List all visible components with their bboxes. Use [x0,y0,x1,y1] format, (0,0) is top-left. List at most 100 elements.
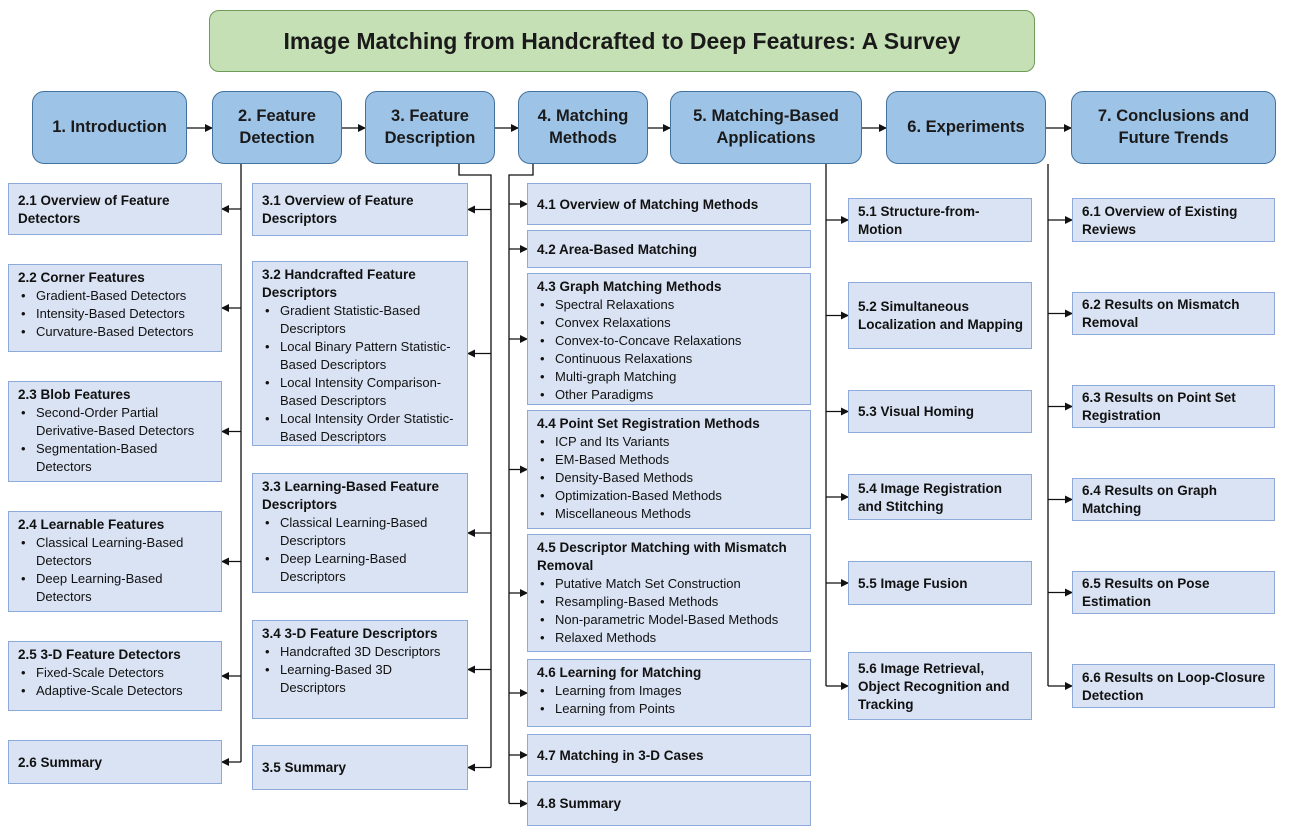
bullet-item: Second-Order Partial Derivative-Based De… [18,404,213,440]
section-label: 2. Feature Detection [238,107,316,147]
bullet-item: EM-Based Methods [537,451,802,469]
diagram-title: Image Matching from Handcrafted to Deep … [283,27,961,54]
bullet-item: ICP and Its Variants [537,433,802,451]
bullet-item: Resampling-Based Methods [537,593,802,611]
subsection-title: 2.4 Learnable Features [18,517,165,532]
bullet-item: Fixed-Scale Detectors [18,664,213,682]
bullet-item: Curvature-Based Detectors [18,323,213,341]
trunk-line [458,164,492,768]
bullet-list: Learning from ImagesLearning from Points [537,682,802,718]
bullet-item: Optimization-Based Methods [537,487,802,505]
trunk-line [508,164,534,804]
subsection-title: 5.6 Image Retrieval, Object Recognition … [858,660,1010,712]
subsection-box-6-6: 6.6 Results on Loop-Closure Detection [1072,664,1275,708]
subsection-box-2-3: 2.3 Blob FeaturesSecond-Order Partial De… [8,381,222,482]
subsection-box-3-4: 3.4 3-D Feature DescriptorsHandcrafted 3… [252,620,468,719]
subsection-title: 5.5 Image Fusion [858,575,968,591]
subsection-box-5-1: 5.1 Structure-from-Motion [848,198,1032,242]
subsection-title: 4.1 Overview of Matching Methods [537,196,759,212]
diagram-title-box: Image Matching from Handcrafted to Deep … [209,10,1035,72]
bullet-item: Relaxed Methods [537,629,802,647]
bullet-item: Deep Learning-Based Descriptors [262,550,459,586]
section-label: 3. Feature Description [384,107,476,147]
subsection-title: 4.7 Matching in 3-D Cases [537,747,704,763]
subsection-title: 3.1 Overview of Feature Descriptors [262,193,414,226]
bullet-item: Deep Learning-Based Detectors [18,570,213,606]
bullet-item: Segmentation-Based Detectors [18,440,213,476]
bullet-item: Miscellaneous Methods [537,505,802,523]
subsection-title: 6.1 Overview of Existing Reviews [1082,203,1238,237]
subsection-box-6-4: 6.4 Results on Graph Matching [1072,478,1275,521]
subsection-title: 5.1 Structure-from-Motion [858,203,980,237]
section-label: 5. Matching-Based Applications [693,107,839,147]
subsection-box-6-3: 6.3 Results on Point Set Registration [1072,385,1275,428]
subsection-title: 4.6 Learning for Matching [537,665,702,680]
section-box-1: 1. Introduction [32,91,187,164]
bullet-list: Putative Match Set ConstructionResamplin… [537,575,802,647]
subsection-title: 6.2 Results on Mismatch Removal [1082,297,1240,330]
subsection-box-3-5: 3.5 Summary [252,745,468,790]
bullet-item: Multi-graph Matching [537,368,802,386]
bullet-item: Non-parametric Model-Based Methods [537,611,802,629]
subsection-title: 3.2 Handcrafted Feature Descriptors [262,267,416,300]
subsection-box-2-2: 2.2 Corner FeaturesGradient-Based Detect… [8,264,222,352]
bullet-item: Handcrafted 3D Descriptors [262,643,459,661]
subsection-box-6-1: 6.1 Overview of Existing Reviews [1072,198,1275,242]
subsection-box-2-1: 2.1 Overview of Feature Detectors [8,183,222,235]
subsection-box-4-4: 4.4 Point Set Registration MethodsICP an… [527,410,811,529]
subsection-title: 6.5 Results on Pose Estimation [1082,576,1210,609]
bullet-item: Learning from Images [537,682,802,700]
subsection-box-6-5: 6.5 Results on Pose Estimation [1072,571,1275,614]
subsection-title: 3.5 Summary [262,760,347,775]
bullet-item: Other Paradigms [537,386,802,404]
bullet-item: Gradient Statistic-Based Descriptors [262,302,459,338]
subsection-title: 4.4 Point Set Registration Methods [537,416,760,431]
bullet-item: Spectral Relaxations [537,296,802,314]
bullet-item: Local Intensity Order Statistic-Based De… [262,410,459,446]
section-box-7: 7. Conclusions and Future Trends [1071,91,1276,164]
subsection-box-3-1: 3.1 Overview of Feature Descriptors [252,183,468,236]
bullet-list: Spectral RelaxationsConvex RelaxationsCo… [537,296,802,404]
subsection-box-4-6: 4.6 Learning for MatchingLearning from I… [527,659,811,727]
bullet-item: Classical Learning-Based Descriptors [262,514,459,550]
subsection-box-2-5: 2.5 3-D Feature DetectorsFixed-Scale Det… [8,641,222,711]
subsection-title: 4.2 Area-Based Matching [537,241,698,257]
section-label: 1. Introduction [52,117,167,136]
bullet-list: Gradient-Based DetectorsIntensity-Based … [18,287,213,341]
section-box-6: 6. Experiments [886,91,1046,164]
subsection-box-3-3: 3.3 Learning-Based Feature DescriptorsCl… [252,473,468,593]
section-box-2: 2. Feature Detection [212,91,342,164]
subsection-box-3-2: 3.2 Handcrafted Feature DescriptorsGradi… [252,261,468,446]
subsection-title: 3.4 3-D Feature Descriptors [262,626,438,641]
subsection-title: 5.3 Visual Homing [858,404,975,419]
subsection-box-4-7: 4.7 Matching in 3-D Cases [527,734,811,776]
bullet-item: Local Binary Pattern Statistic-Based Des… [262,338,459,374]
bullet-item: Putative Match Set Construction [537,575,802,593]
subsection-box-2-4: 2.4 Learnable FeaturesClassical Learning… [8,511,222,612]
subsection-title: 2.1 Overview of Feature Detectors [18,192,170,226]
bullet-item: Convex-to-Concave Relaxations [537,332,802,350]
section-label: 4. Matching Methods [537,107,629,147]
section-box-3: 3. Feature Description [365,91,495,164]
bullet-item: Convex Relaxations [537,314,802,332]
bullet-item: Local Intensity Comparison-Based Descrip… [262,374,459,410]
bullet-item: Classical Learning-Based Detectors [18,534,213,570]
subsection-box-5-5: 5.5 Image Fusion [848,561,1032,605]
bullet-list: Gradient Statistic-Based DescriptorsLoca… [262,302,459,446]
section-box-4: 4. Matching Methods [518,91,648,164]
bullet-item: Learning from Points [537,700,802,718]
bullet-list: ICP and Its VariantsEM-Based MethodsDens… [537,433,802,523]
subsection-title: 2.6 Summary [18,754,103,770]
bullet-list: Classical Learning-Based DescriptorsDeep… [262,514,459,586]
bullet-list: Classical Learning-Based DetectorsDeep L… [18,534,213,606]
bullet-item: Adaptive-Scale Detectors [18,682,213,700]
subsection-box-5-2: 5.2 Simultaneous Localization and Mappin… [848,282,1032,349]
subsection-title: 6.3 Results on Point Set Registration [1082,390,1236,423]
bullet-list: Second-Order Partial Derivative-Based De… [18,404,213,476]
subsection-box-4-1: 4.1 Overview of Matching Methods [527,183,811,225]
subsection-box-4-5: 4.5 Descriptor Matching with Mismatch Re… [527,534,811,652]
subsection-box-4-3: 4.3 Graph Matching MethodsSpectral Relax… [527,273,811,405]
subsection-title: 4.5 Descriptor Matching with Mismatch Re… [537,540,787,573]
subsection-box-6-2: 6.2 Results on Mismatch Removal [1072,292,1275,335]
